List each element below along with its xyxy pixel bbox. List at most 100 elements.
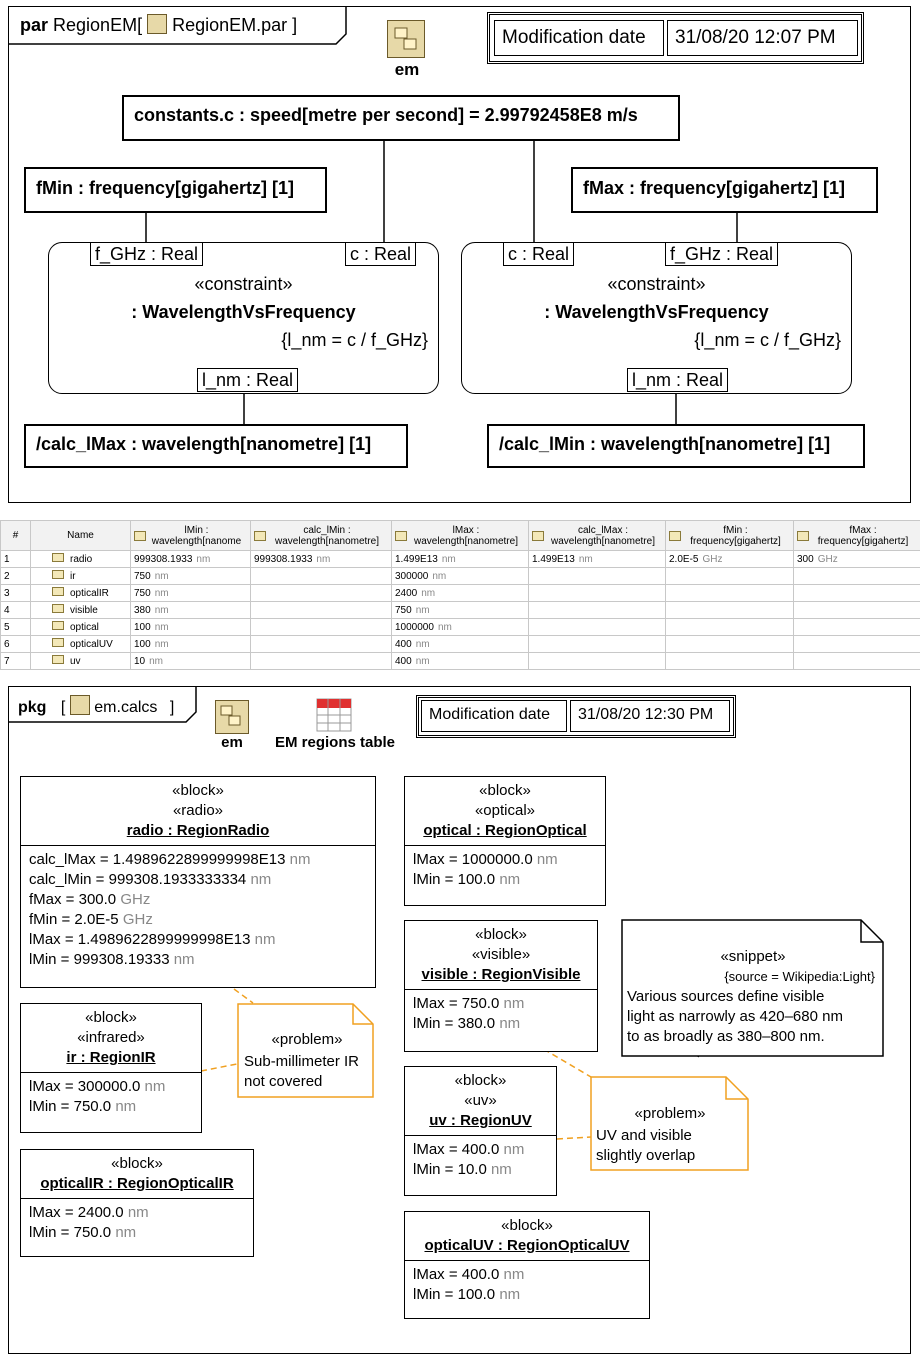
value-unit: GHz [122, 911, 153, 928]
cell-clmax[interactable] [528, 635, 666, 653]
pkg-bracket-close: ] [169, 699, 175, 716]
block-ir[interactable]: «block» «infrared» ir : RegionIR lMax = … [20, 1003, 202, 1133]
block-optical[interactable]: «block» «optical» optical : RegionOptica… [404, 776, 606, 906]
cell-fmax[interactable] [793, 652, 920, 670]
table-header-calc-lmax[interactable]: calc_lMax :wavelength[nanometre] [528, 520, 666, 551]
table-header-fmin[interactable]: fMin :frequency[gigahertz] [665, 520, 794, 551]
cell-unit: nm [149, 655, 164, 667]
left-port-c[interactable]: c : Real [345, 242, 417, 266]
fmin-part[interactable]: fMin : frequency[gigahertz] [1] [24, 167, 327, 213]
cell-clmin[interactable] [250, 635, 392, 653]
right-port-fghz[interactable]: f_GHz : Real [665, 242, 779, 266]
table-header-lmax[interactable]: lMax :wavelength[nanometre] [391, 520, 529, 551]
snippet-note-shape[interactable] [621, 919, 886, 1059]
pkg-keyword: pkg [18, 699, 47, 716]
cell-clmax[interactable] [528, 618, 666, 636]
cell-fmax[interactable] [793, 618, 920, 636]
constants-c-part[interactable]: constants.c : speed[metre per second] = … [122, 95, 680, 141]
cell-clmax[interactable] [528, 567, 666, 585]
right-constraint-expr: {l_nm = c / f_GHz} [694, 330, 841, 350]
cell-clmin[interactable] [250, 652, 392, 670]
cell-fmin[interactable] [665, 635, 794, 653]
row-name-cell[interactable]: visible [30, 601, 131, 619]
pkg-tab: pkg [ em.calcs ] [18, 695, 174, 717]
block-uv[interactable]: «block» «uv» uv : RegionUV lMax = 400.0 … [404, 1066, 557, 1196]
right-port-lnm[interactable]: l_nm : Real [627, 368, 729, 392]
cell-clmin[interactable] [250, 601, 392, 619]
cell-clmin[interactable] [250, 584, 392, 602]
table-header-fmax[interactable]: fMax :frequency[gigahertz] [793, 520, 920, 551]
cell-clmin[interactable] [250, 567, 392, 585]
cell-fmax[interactable] [793, 584, 920, 602]
problem-note-1-shape[interactable] [237, 1003, 375, 1099]
block-radio[interactable]: «block» «radio» radio : RegionRadio calc… [20, 776, 376, 988]
block-opticalUV[interactable]: «block» opticalUV : RegionOpticalUV lMax… [404, 1211, 650, 1319]
cell-fmax[interactable] [793, 601, 920, 619]
cell-fmin[interactable] [665, 601, 794, 619]
table-header-number[interactable]: # [0, 520, 31, 551]
cell-value: 2400 [395, 587, 418, 599]
cell-clmax[interactable] [528, 584, 666, 602]
row-name-cell[interactable]: opticalIR [30, 584, 131, 602]
problem-note-2-shape[interactable] [590, 1076, 750, 1172]
fmax-part[interactable]: fMax : frequency[gigahertz] [1] [571, 167, 878, 213]
table-header-name[interactable]: Name [30, 520, 131, 551]
cell-clmax[interactable] [528, 601, 666, 619]
block-opticalIR[interactable]: «block» opticalIR : RegionOpticalIR lMax… [20, 1149, 254, 1257]
cell-clmax[interactable] [528, 652, 666, 670]
calc-lmax-part[interactable]: /calc_lMax : wavelength[nanometre] [1] [24, 424, 408, 468]
right-port-c[interactable]: c : Real [503, 242, 575, 266]
par-diagram-frame [8, 6, 911, 503]
cell-clmin[interactable] [250, 618, 392, 636]
block-radio-title: radio : RegionRadio [126, 822, 270, 839]
em-regions-table[interactable]: # Name lMin :wavelength[nanome calc_lMin… [0, 520, 920, 670]
left-port-fghz[interactable]: f_GHz : Real [90, 242, 204, 266]
row-number: 3 [0, 584, 31, 602]
row-name: visible [70, 605, 98, 616]
calc-lmin-part[interactable]: /calc_lMin : wavelength[nanometre] [1] [487, 424, 865, 468]
cell-fmin[interactable] [665, 567, 794, 585]
value-text: lMin = 380.0 [413, 1015, 496, 1032]
cell-fmin[interactable] [665, 584, 794, 602]
cell-fmin[interactable] [665, 618, 794, 636]
row-name-cell[interactable]: uv [30, 652, 131, 670]
cell-fmin[interactable] [665, 652, 794, 670]
row-name-cell[interactable]: radio [30, 550, 131, 568]
left-port-lnm[interactable]: l_nm : Real [197, 368, 299, 392]
block-instance-icon [52, 553, 64, 562]
table-header-calc-lmin[interactable]: calc_lMin :wavelength[nanometre] [250, 520, 392, 551]
table-header-lmin[interactable]: lMin :wavelength[nanome [130, 520, 251, 551]
table-icon[interactable] [316, 698, 352, 732]
row-name-cell[interactable]: optical [30, 618, 131, 636]
row-name-cell[interactable]: ir [30, 567, 131, 585]
cell-fmax[interactable] [793, 567, 920, 585]
row-name-cell[interactable]: opticalUV [30, 635, 131, 653]
cell-fmax[interactable] [793, 635, 920, 653]
block-visible[interactable]: «block» «visible» visible : RegionVisibl… [404, 920, 598, 1052]
